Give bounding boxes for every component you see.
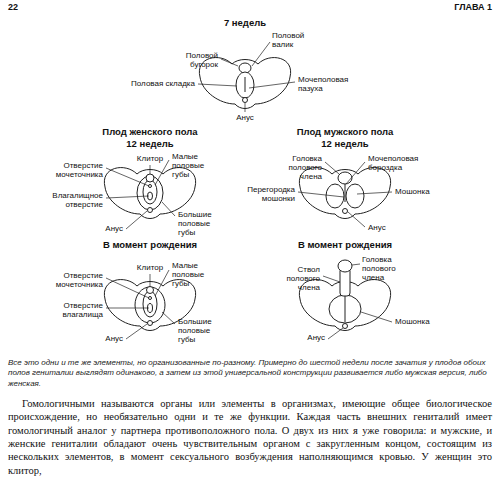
part-label: Отверстие влагалища bbox=[49, 302, 103, 320]
part-label: Половой валик bbox=[272, 32, 316, 50]
part-label: Анус bbox=[93, 225, 123, 234]
part-label: Клитор bbox=[130, 264, 170, 273]
chapter-header: ГЛАВА 1 bbox=[412, 3, 492, 13]
part-label: Анус bbox=[368, 224, 398, 233]
part-label: Ствол полового члена bbox=[270, 266, 320, 292]
part-label: Половая складка bbox=[115, 80, 195, 89]
stage-title: В момент рождения bbox=[90, 240, 210, 250]
part-label: Головка полового члена bbox=[362, 256, 418, 282]
leader-lines bbox=[106, 42, 392, 339]
part-label: Отверстие мочеточника bbox=[51, 272, 103, 290]
part-label: Мошонка bbox=[395, 188, 455, 197]
part-label: Анус bbox=[295, 334, 325, 343]
stage-title: 12 недель bbox=[305, 139, 385, 149]
part-label: Отверстие мочеточника bbox=[51, 162, 103, 180]
part-label: Мочеполовая бороздка bbox=[368, 155, 422, 173]
part-label: Половой бугорок bbox=[170, 52, 218, 70]
stage-title: Плод женского пола bbox=[90, 127, 210, 137]
stage-title: В момент рождения bbox=[285, 240, 405, 250]
part-label: Большие половые губы bbox=[178, 211, 228, 237]
figure-caption: Все это одни и те же элементы, но органи… bbox=[8, 358, 492, 389]
part-label: Головка полового члена bbox=[270, 155, 322, 181]
stage-title: Плод мужского пола bbox=[285, 127, 405, 137]
part-label: Анус bbox=[225, 114, 265, 123]
stage-title: 7 недель bbox=[200, 18, 290, 28]
part-label: Анус bbox=[93, 335, 123, 344]
page-number: 22 bbox=[8, 3, 48, 13]
part-label: Влагалищное отверстие bbox=[49, 192, 103, 210]
part-label: Большие половые губы bbox=[178, 318, 228, 344]
part-label: Мочеполовая пазуха bbox=[298, 76, 352, 94]
part-label: Малые половые губы bbox=[172, 153, 208, 179]
part-label: Мошонка bbox=[395, 318, 455, 327]
part-label: Малые половые губы bbox=[172, 262, 208, 288]
part-label: Клитор bbox=[130, 155, 170, 164]
stage-title: 12 недель bbox=[110, 139, 190, 149]
part-label: Перегородка мошонки bbox=[241, 186, 295, 204]
body-paragraph: Гомологичными называются органы или элем… bbox=[8, 397, 492, 477]
